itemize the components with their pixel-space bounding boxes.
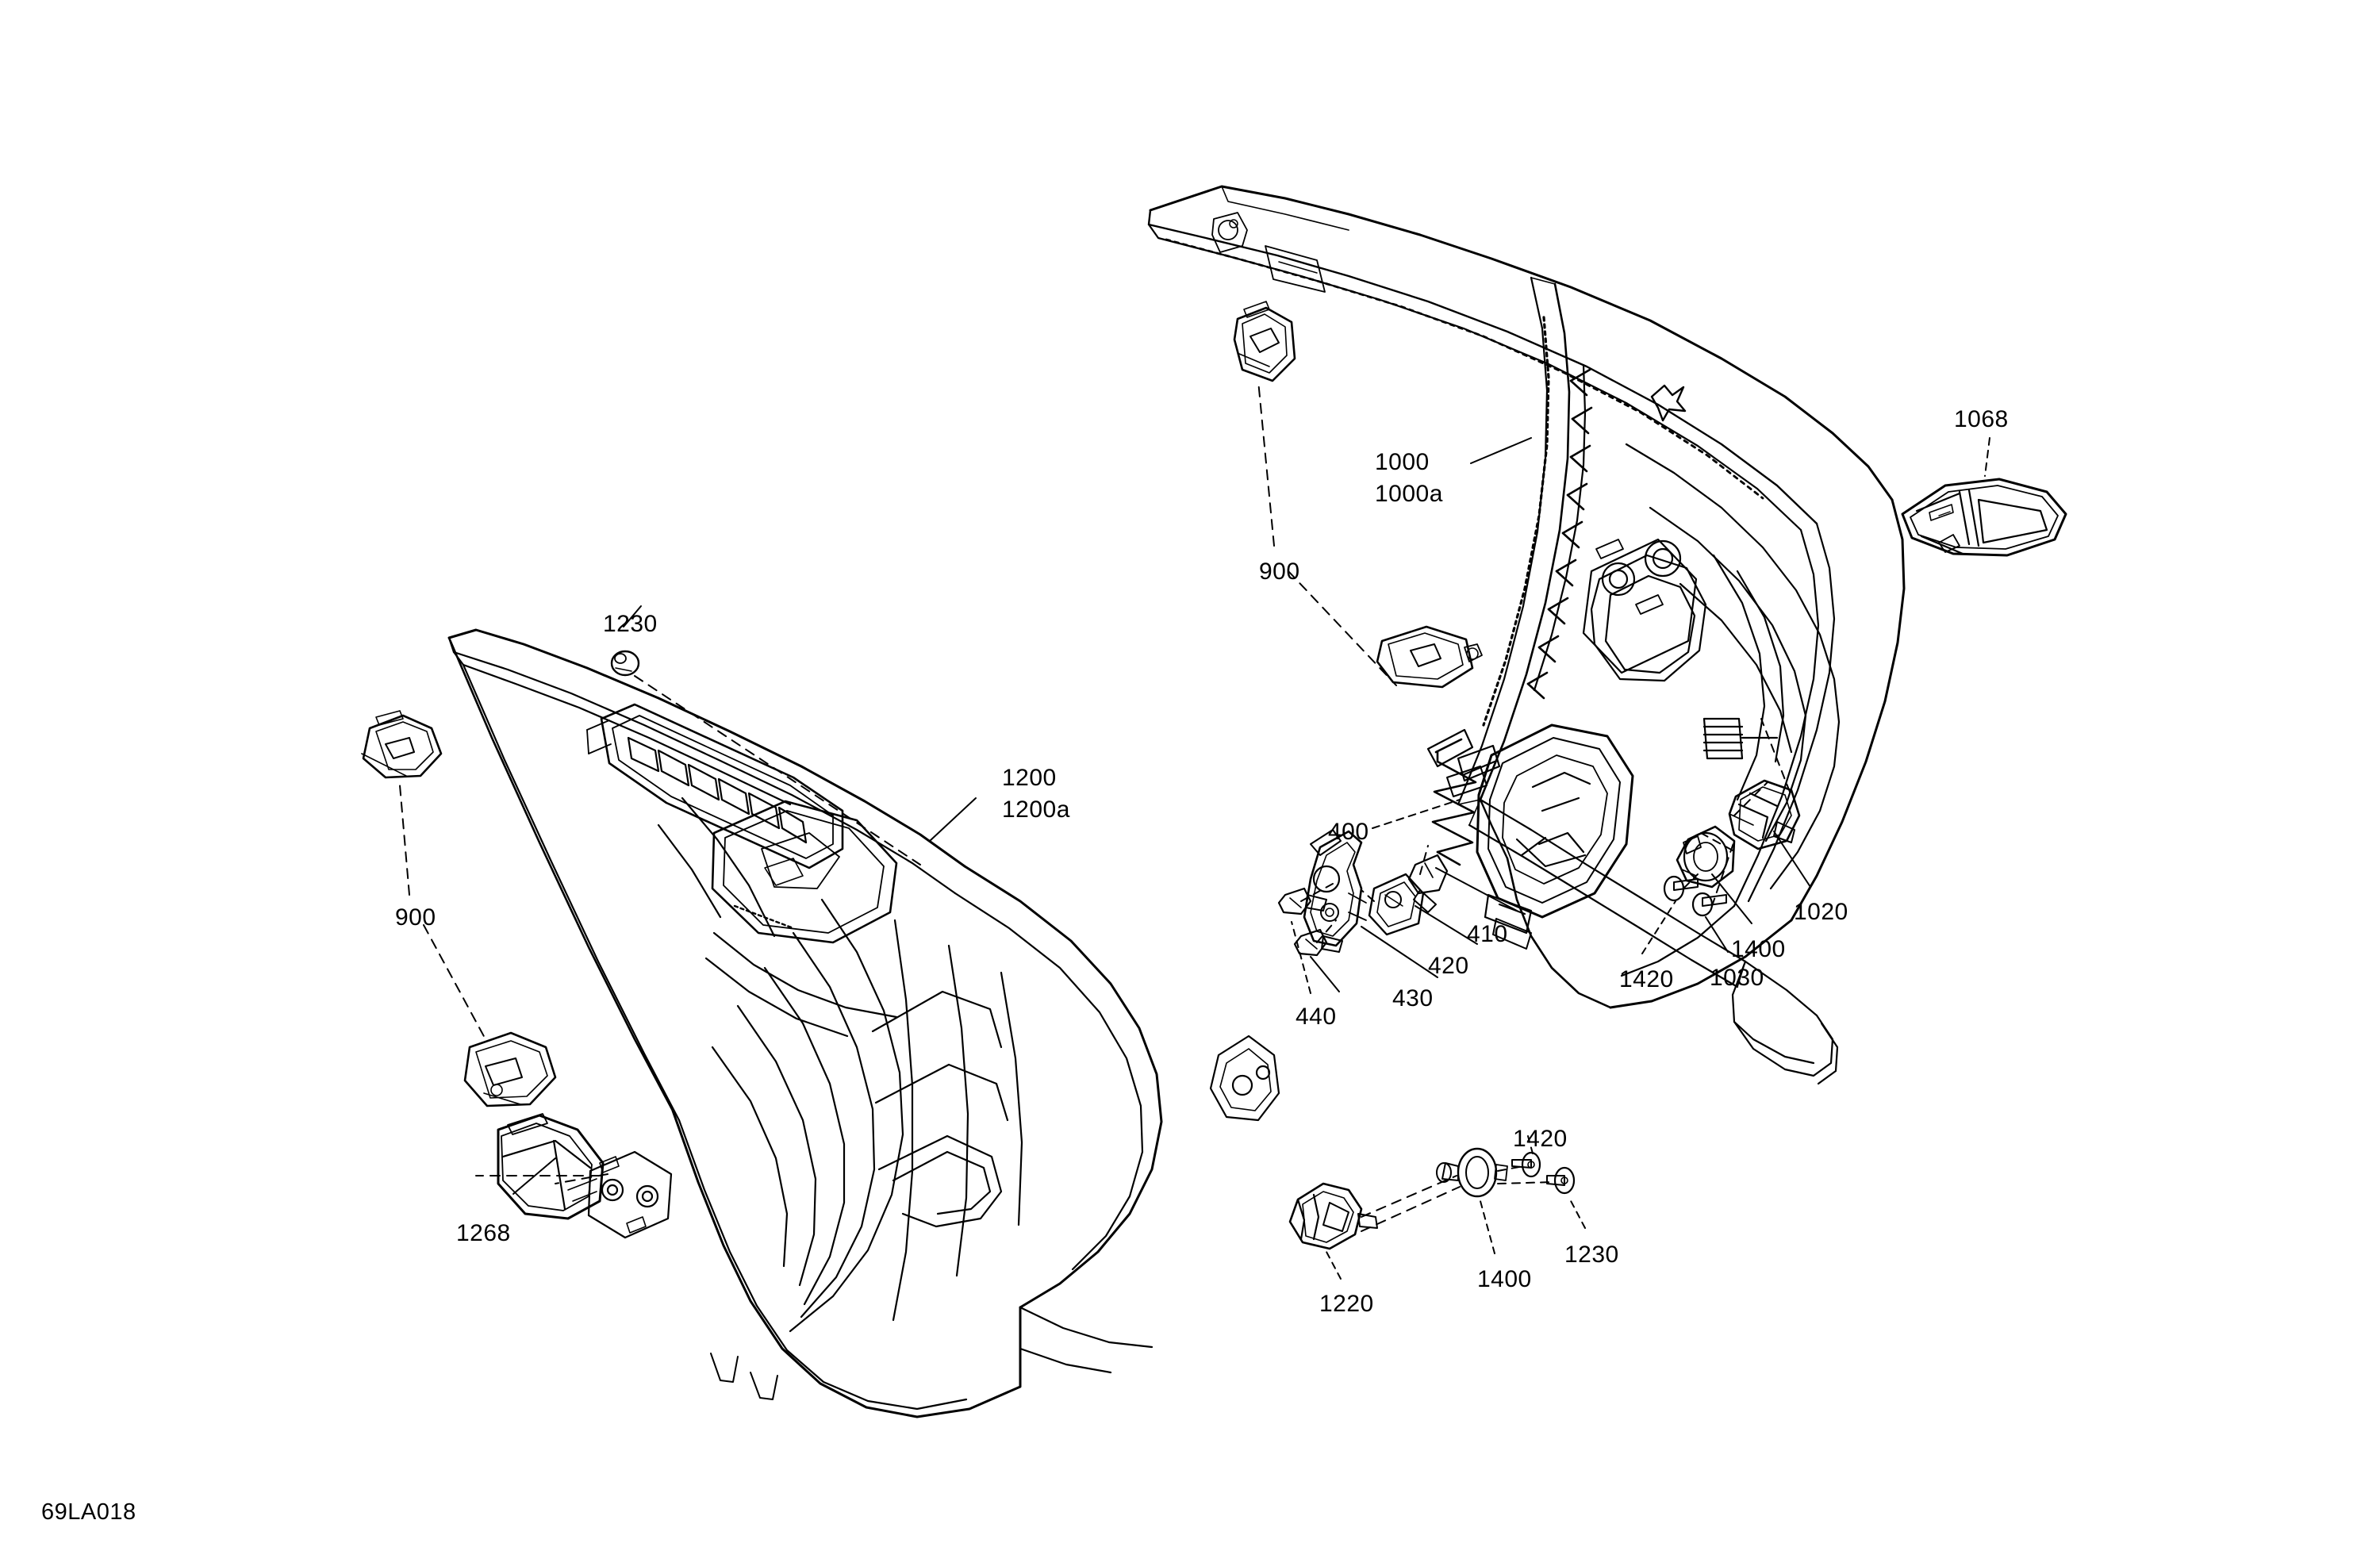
- leader-440b: [1310, 956, 1340, 992]
- washer-1420-lower: [1511, 1151, 1541, 1178]
- retainer-clip-900-left-lower: [463, 1031, 557, 1107]
- callout-420: 420: [1428, 953, 1469, 979]
- callout-1230-left: 1230: [603, 611, 658, 637]
- leader-1200: [929, 797, 977, 842]
- right-side-panel-outline: [1147, 185, 1906, 1085]
- leader-1230low: [1568, 1197, 1586, 1229]
- corner-cap-1268: [497, 1113, 605, 1220]
- align-1230-left: [634, 675, 921, 866]
- mount-pad-left: [587, 1150, 673, 1239]
- handle-screws-440: [1277, 887, 1343, 957]
- align-900-right: [1288, 570, 1397, 686]
- callout-1268: 1268: [456, 1220, 511, 1246]
- leader-1068: [1984, 437, 1990, 477]
- leader-1400r: [1711, 873, 1752, 924]
- callout-1400-right: 1400: [1731, 936, 1786, 962]
- callout-1000: 1000: [1375, 449, 1430, 475]
- latch-housing-1030: [1676, 825, 1736, 889]
- latch-cutout-left: [1209, 1034, 1280, 1122]
- leader-400: [1372, 799, 1461, 829]
- leader-1230-left: [623, 605, 642, 628]
- leader-900-right: [1257, 380, 1275, 547]
- callout-1200a: 1200a: [1002, 796, 1070, 823]
- grommet-1230-lower: [1546, 1166, 1576, 1195]
- callout-900-left: 900: [395, 904, 436, 931]
- callout-900-right: 900: [1259, 558, 1300, 585]
- callout-1220: 1220: [1319, 1291, 1374, 1317]
- leader-1420low: [1527, 1135, 1534, 1154]
- axis-lower: [1361, 1175, 1457, 1218]
- rear-bracket-1068: [1901, 478, 2067, 557]
- callout-1030: 1030: [1710, 965, 1764, 991]
- leader-430: [1361, 926, 1438, 978]
- grommet-1230-left: [610, 650, 640, 677]
- grab-handle-400: [1446, 724, 1634, 950]
- leader-410: [1435, 867, 1518, 912]
- leader-1020: [1773, 831, 1811, 888]
- callout-1020: 1020: [1794, 899, 1848, 925]
- handle-spring-410: [1426, 728, 1477, 866]
- retainer-clip-900-lower-right: [1376, 625, 1483, 689]
- callout-1420-lower: 1420: [1513, 1126, 1568, 1152]
- leader-900-left: [399, 785, 410, 896]
- callout-440: 440: [1296, 1004, 1337, 1030]
- leader-1400low: [1480, 1200, 1495, 1254]
- callout-1068: 1068: [1954, 406, 2009, 432]
- callout-430: 430: [1392, 985, 1434, 1011]
- leader-1268: [512, 1157, 556, 1195]
- leader-1420r: [1641, 900, 1676, 954]
- callout-1200: 1200: [1002, 765, 1057, 791]
- callout-1420-right: 1420: [1619, 966, 1674, 992]
- latch-striker-1020: [1728, 779, 1801, 850]
- align-900-left: [423, 924, 486, 1040]
- callout-410: 410: [1467, 921, 1508, 947]
- callout-1400-lower: 1400: [1477, 1266, 1532, 1292]
- leader-420: [1415, 905, 1478, 945]
- retainer-clip-900-left: [361, 710, 443, 779]
- sheet-code: 69LA018: [41, 1499, 136, 1525]
- left-side-panel-outline: [447, 628, 1280, 1418]
- louver-grille: [586, 703, 844, 869]
- leader-1220: [1326, 1251, 1342, 1280]
- hinge-bracket-1220: [1288, 1182, 1378, 1250]
- retainer-clip-900-upper-right: [1233, 301, 1296, 382]
- leader-440a: [1291, 921, 1311, 994]
- leader-1000: [1470, 437, 1532, 464]
- callout-1230-lower: 1230: [1564, 1242, 1619, 1268]
- handle-nut-clip-420: [1368, 873, 1425, 936]
- callout-1000a: 1000a: [1375, 481, 1443, 507]
- callout-400: 400: [1328, 819, 1369, 845]
- leader-1030: [1705, 916, 1729, 953]
